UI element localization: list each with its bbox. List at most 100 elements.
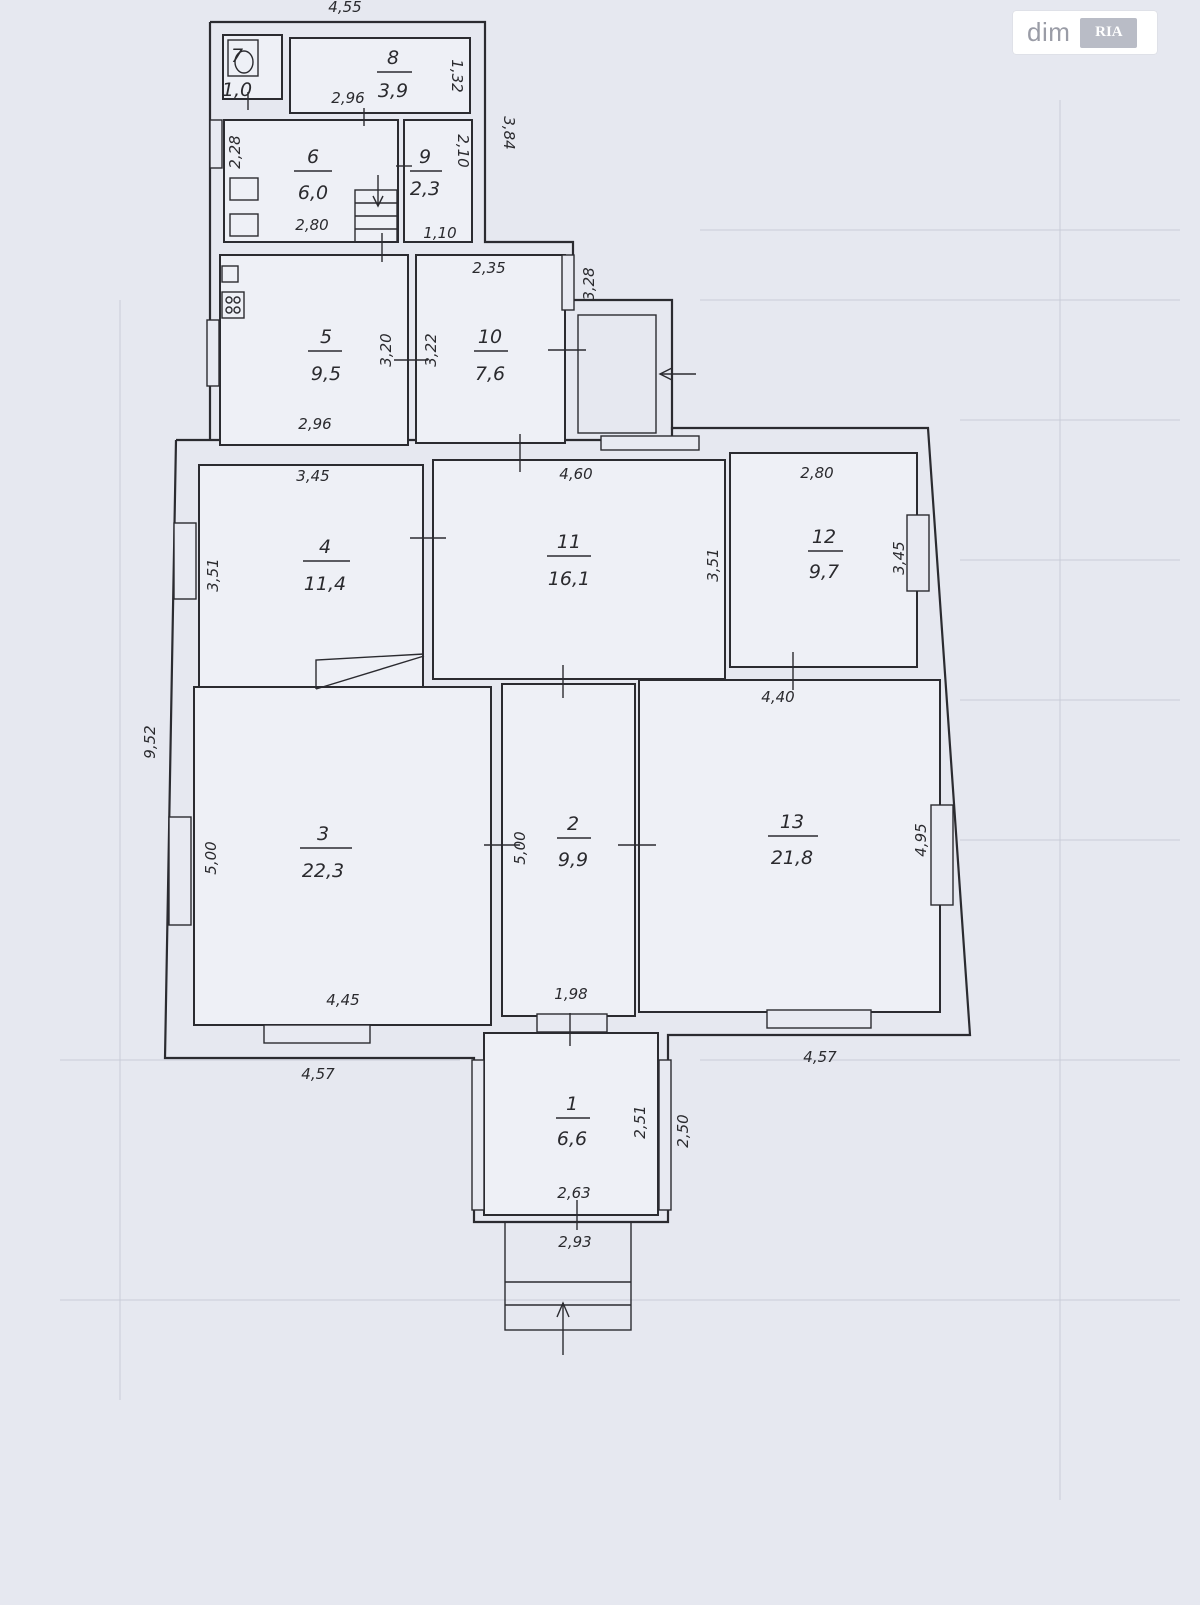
room-12-area: 9,7 bbox=[809, 561, 839, 583]
dim-room-8-height: 1,32 bbox=[448, 59, 466, 92]
sink-icon bbox=[221, 265, 239, 283]
window bbox=[906, 514, 930, 592]
dim-room-4-width: 3,45 bbox=[296, 467, 329, 485]
room-10-number: 10 bbox=[478, 326, 502, 348]
dim-room-3-width: 4,45 bbox=[326, 991, 359, 1009]
window bbox=[471, 1059, 485, 1211]
dim-room-1-width: 2,63 bbox=[557, 1184, 590, 1202]
room-12[interactable] bbox=[729, 452, 918, 668]
dimria-logo[interactable]: dim RIA bbox=[1013, 11, 1157, 54]
room-13[interactable] bbox=[638, 679, 941, 1013]
dim-room-9-height: 2,10 bbox=[454, 134, 472, 167]
room-label-2: 29,9 bbox=[557, 813, 591, 871]
room-13-number: 13 bbox=[780, 811, 804, 833]
room-1-area: 6,6 bbox=[557, 1128, 587, 1150]
room-4-area: 11,4 bbox=[304, 573, 346, 595]
background-grid bbox=[60, 100, 1180, 1500]
dim-room-13-width-top: 4,40 bbox=[761, 688, 794, 706]
room-9[interactable] bbox=[403, 119, 473, 243]
dim-room-12-width: 2,80 bbox=[800, 464, 833, 482]
staircase-room-4 bbox=[315, 653, 425, 689]
window bbox=[600, 435, 700, 451]
room-label-5: 59,5 bbox=[308, 326, 342, 385]
room-3[interactable] bbox=[193, 686, 492, 1026]
room-7-area: 1,0 bbox=[222, 79, 252, 101]
door-opening bbox=[536, 1013, 608, 1033]
window bbox=[173, 522, 197, 600]
dim-room-11-width: 4,60 bbox=[559, 465, 592, 483]
dimension-labels: 4,55 3,84 2,96 1,32 2,28 2,80 2,10 1,10 … bbox=[141, 0, 930, 1251]
dim-room-6-width: 2,80 bbox=[295, 216, 328, 234]
room-label-4: 411,4 bbox=[303, 536, 350, 595]
dim-total-height: 9,52 bbox=[141, 725, 159, 758]
room-11[interactable] bbox=[432, 459, 726, 680]
dim-porch-width: 2,93 bbox=[558, 1233, 591, 1251]
window bbox=[766, 1009, 872, 1029]
dim-top-total: 4,55 bbox=[328, 0, 361, 16]
doors bbox=[247, 92, 794, 1230]
room-6[interactable] bbox=[223, 119, 399, 243]
dim-room-4-height: 3,51 bbox=[204, 558, 222, 591]
room-12-number: 12 bbox=[812, 526, 836, 548]
room-label-6: 66,0 bbox=[294, 146, 332, 204]
room-label-11: 11 16,1 bbox=[547, 531, 591, 590]
dim-room-13-height: 4,95 bbox=[912, 823, 930, 856]
rooms bbox=[193, 34, 941, 1216]
window bbox=[930, 804, 954, 906]
dim-room-12-height: 3,45 bbox=[890, 541, 908, 574]
dim-room-9-width: 1,10 bbox=[423, 224, 456, 242]
toilet-icon bbox=[227, 39, 259, 77]
dim-room-1-height: 2,51 bbox=[631, 1105, 649, 1138]
room-4[interactable] bbox=[198, 464, 424, 688]
stove-icon bbox=[221, 291, 245, 319]
dim-room-8-width: 2,96 bbox=[331, 89, 364, 107]
dim-room-5-height: 3,20 bbox=[377, 333, 395, 366]
room-label-7: 71,0 bbox=[222, 45, 252, 101]
room-4-number: 4 bbox=[319, 536, 331, 558]
dim-room-11-height: 3,51 bbox=[704, 548, 722, 581]
room-11-number: 11 bbox=[557, 531, 581, 553]
room-5[interactable] bbox=[219, 254, 409, 446]
room-label-3: 322,3 bbox=[300, 823, 352, 882]
porch bbox=[504, 1221, 632, 1331]
dim-room-6-height: 2,28 bbox=[226, 135, 244, 168]
room-1-number: 1 bbox=[566, 1093, 578, 1115]
side-entrance bbox=[577, 314, 657, 434]
radiator-icon bbox=[229, 177, 259, 201]
room-8[interactable] bbox=[289, 37, 471, 114]
dim-side-upper: 3,84 bbox=[500, 116, 518, 149]
room-3-area: 22,3 bbox=[302, 860, 344, 882]
room-7-number: 7 bbox=[231, 45, 243, 67]
room-label-12: 129,7 bbox=[808, 526, 843, 583]
logo-badge: RIA bbox=[1080, 17, 1138, 48]
room-labels: 16,6 29,9 322,3 411,4 59,5 66,0 71,0 83,… bbox=[222, 45, 843, 1150]
room-3-number: 3 bbox=[317, 823, 329, 845]
room-2-number: 2 bbox=[567, 813, 579, 835]
dim-room-2-height: 5,00 bbox=[511, 831, 529, 864]
room-1[interactable] bbox=[483, 1032, 659, 1216]
window bbox=[263, 1024, 371, 1044]
window bbox=[561, 254, 575, 311]
room-2-area: 9,9 bbox=[558, 849, 588, 871]
dim-room-5-width: 2,96 bbox=[298, 415, 331, 433]
room-5-number: 5 bbox=[320, 326, 332, 348]
dim-room-1-side: 2,50 bbox=[674, 1114, 692, 1147]
window bbox=[658, 1059, 672, 1211]
window bbox=[206, 319, 220, 387]
room-11-area: 16,1 bbox=[548, 568, 590, 590]
stairs-room-6 bbox=[354, 175, 398, 243]
radiator-icon bbox=[229, 213, 259, 237]
entrance-arrowhead-icon bbox=[556, 1301, 570, 1318]
window bbox=[168, 816, 192, 926]
room-6-number: 6 bbox=[307, 146, 319, 168]
dim-room-10-height: 3,22 bbox=[422, 333, 440, 366]
dim-side-entrance: 3,28 bbox=[580, 267, 598, 300]
room-9-number: 9 bbox=[419, 146, 431, 168]
room-10[interactable] bbox=[415, 254, 566, 444]
room-10-area: 7,6 bbox=[475, 363, 505, 385]
windows bbox=[168, 119, 954, 1211]
room-5-area: 9,5 bbox=[311, 363, 341, 385]
